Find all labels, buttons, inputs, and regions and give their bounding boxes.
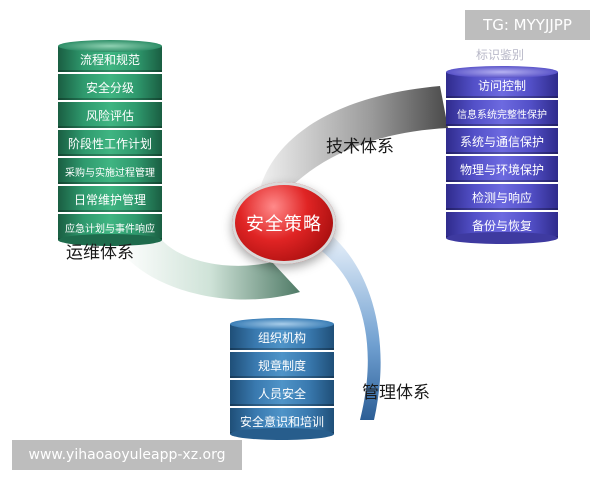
- center-label: 安全策略: [246, 214, 322, 235]
- list-item: 阶段性工作计划: [58, 130, 162, 156]
- technology-stack-cap: [446, 66, 558, 78]
- list-item: 物理与环境保护: [446, 156, 558, 182]
- operations-title: 运维体系: [66, 243, 134, 263]
- technology-title: 技术体系: [326, 137, 394, 157]
- center-strategy-node: 安全策略: [232, 182, 336, 264]
- list-item: 风险评估: [58, 102, 162, 128]
- operations-stack: 流程和规范 安全分级 风险评估 阶段性工作计划 采购与实施过程管理 日常维护管理…: [58, 40, 162, 246]
- arc-technology: [258, 86, 448, 214]
- list-item: 日常维护管理: [58, 186, 162, 212]
- arc-operations: [120, 238, 300, 300]
- operations-stack-cap: [58, 40, 162, 52]
- management-stack: 组织机构 规章制度 人员安全 安全意识和培训: [230, 318, 334, 440]
- list-item: 安全分级: [58, 74, 162, 100]
- operations-stack-base: [58, 234, 162, 246]
- list-item: 信息系统完整性保护: [446, 100, 558, 126]
- management-stack-cap: [230, 318, 334, 330]
- list-item: 检测与响应: [446, 184, 558, 210]
- list-item: 人员安全: [230, 380, 334, 406]
- management-title: 管理体系: [362, 383, 430, 403]
- technology-stack: 访问控制 信息系统完整性保护 系统与通信保护 物理与环境保护 检测与响应 备份与…: [446, 66, 558, 244]
- technology-stack-base: [446, 232, 558, 244]
- watermark-top: TG: MYYJJPP: [465, 10, 590, 40]
- list-item: 采购与实施过程管理: [58, 158, 162, 184]
- arc-management: [318, 234, 381, 420]
- management-stack-base: [230, 428, 334, 440]
- list-item: 规章制度: [230, 352, 334, 378]
- faint-label: 标识鉴别: [476, 48, 525, 62]
- watermark-bottom: www.yihaoaoyuleapp-xz.org: [12, 440, 242, 470]
- list-item: 系统与通信保护: [446, 128, 558, 154]
